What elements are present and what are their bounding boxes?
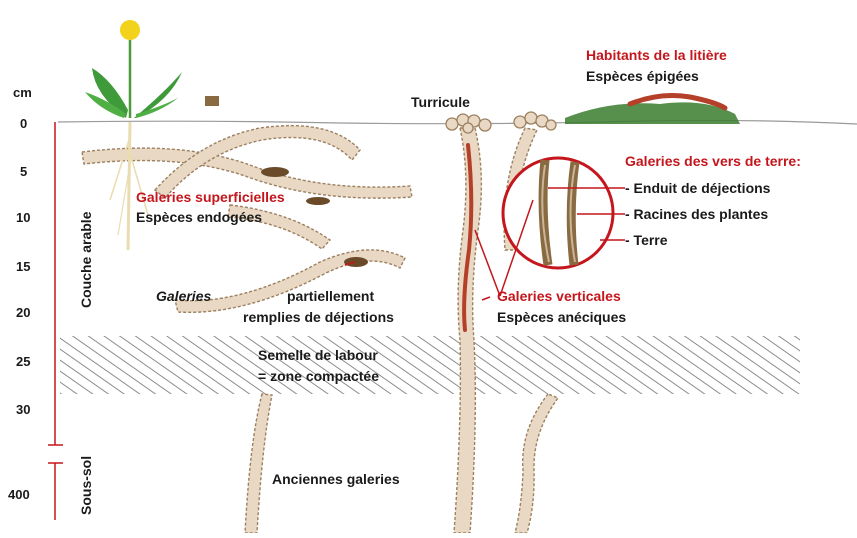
earthworm-galleries-title: Galeries des vers de terre: [625, 153, 801, 169]
dejection-fill-3 [306, 197, 330, 205]
legend-dejection-coating: - Enduit de déjections [625, 180, 770, 196]
gallery-inset [503, 158, 613, 268]
legend-soil: - Terre [625, 232, 668, 248]
epigeic-species-label: Espèces épigées [586, 68, 699, 84]
dejection-fill-2 [344, 257, 368, 267]
anecic-species-label: Espèces anéciques [497, 309, 626, 325]
partially-filled-line1: partiellement [287, 288, 374, 304]
plough-pan-line1: Semelle de labour [258, 347, 378, 363]
depth-tick-25: 25 [16, 354, 30, 369]
old-gallery-right [515, 394, 558, 533]
superficial-galleries-title: Galeries superficielles [136, 189, 285, 205]
litter-dwellers-title: Habitants de la litière [586, 47, 727, 63]
depth-tick-30: 30 [16, 402, 30, 417]
vertical-galleries-title: Galeries verticales [497, 288, 621, 304]
old-gallery-left [245, 394, 272, 533]
partially-filled-line2: remplies de déjections [243, 309, 394, 325]
depth-unit-label: cm [13, 85, 32, 100]
depth-tick-15: 15 [16, 259, 30, 274]
vertical-gallery [454, 128, 481, 533]
legend-plant-roots: - Racines des plantes [625, 206, 768, 222]
depth-axis [48, 122, 63, 520]
depth-tick-0: 0 [20, 116, 27, 131]
topsoil-zone-label: Couche arable [78, 212, 94, 308]
endogeic-species-label: Espèces endogées [136, 209, 262, 225]
galleries-label: Galeries [156, 288, 211, 304]
dejection-fill-1 [261, 167, 289, 177]
depth-tick-10: 10 [16, 210, 30, 225]
plough-pan-line2: = zone compactée [258, 368, 379, 384]
depth-tick-400: 400 [8, 487, 30, 502]
subsoil-zone-label: Sous-sol [78, 456, 94, 515]
depth-tick-20: 20 [16, 305, 30, 320]
turricule-label: Turricule [411, 94, 470, 110]
plough-pan-band [60, 336, 800, 394]
old-galleries-label: Anciennes galeries [272, 471, 400, 487]
depth-tick-5: 5 [20, 164, 27, 179]
